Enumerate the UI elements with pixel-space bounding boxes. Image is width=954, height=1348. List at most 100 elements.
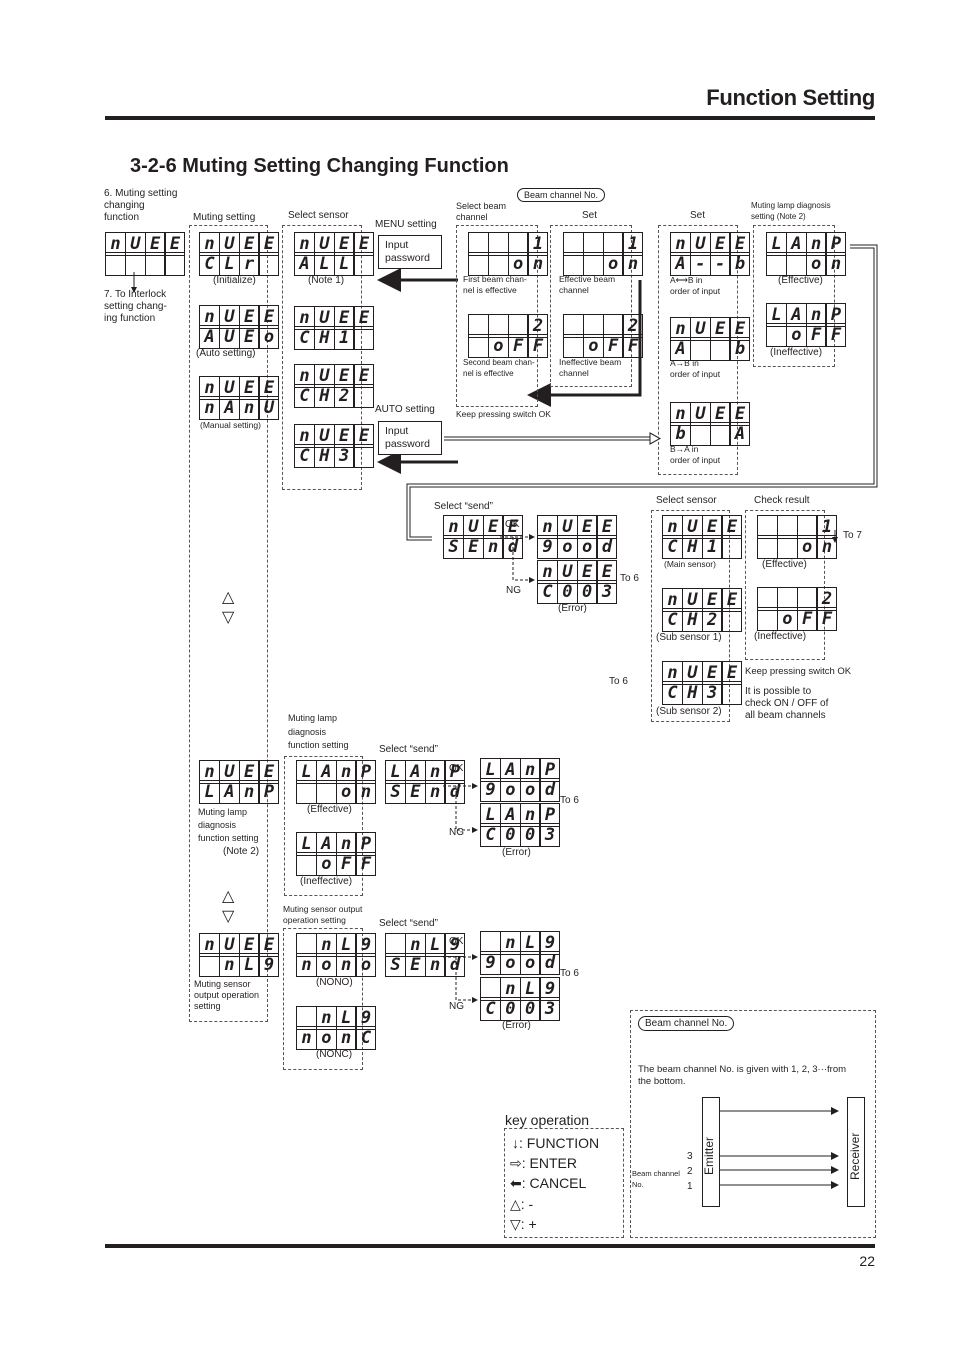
legend-plus: ▽: + [510, 1216, 537, 1232]
label-nonc: (NONC) [316, 1049, 353, 1060]
label-lamp-note: Muting lamp diagnosis function setting [198, 807, 259, 843]
receiver-label: Receiver [848, 1132, 862, 1180]
label-second-beam: Second beam chan- nel is effective [463, 358, 535, 378]
display-ab: A--b [670, 252, 751, 276]
heading-select-beam: Select beam channel [456, 201, 507, 222]
page-number: 22 [859, 1253, 875, 1269]
function-icon: ↓ [512, 1135, 519, 1151]
label-to7: To 7 [843, 530, 862, 541]
heading-menu-setting: MENU setting [375, 219, 437, 230]
column-select-sensor-2 [651, 510, 730, 722]
label-ab-order: A⟷B in order of input [670, 275, 721, 296]
display-2: 2 [468, 314, 549, 338]
beam-channel-callout: Beam channel No. [517, 188, 606, 202]
label-initialize: (Initialize) [213, 275, 256, 286]
display-set-2: 2 [563, 314, 644, 338]
display-chk-2: 2 [757, 587, 838, 611]
beam-2: 2 [687, 1166, 693, 1177]
label-keep-ok-2: Keep pressing switch OK [745, 666, 852, 677]
heading-set-2: Set [690, 210, 706, 221]
label-main-sensor: (Main sensor) [664, 559, 716, 569]
label-possible: It is possible to check ON / OFF of all … [745, 686, 829, 721]
legend-title: key operation [505, 1112, 590, 1128]
label-ineff-beam: Ineffective beam channel [559, 357, 622, 378]
label-ng-3: NG [449, 1001, 464, 1012]
note-6: 6. Muting setting changing function [104, 188, 178, 223]
updown-icon-2: △▽ [222, 888, 235, 925]
input-password-box-2: Input password [378, 421, 442, 455]
heading-select-send-2: Select “send” [379, 744, 438, 755]
label-effective: (Effective) [778, 275, 823, 286]
label-note1: (Note 1) [308, 275, 345, 286]
column-beam [456, 225, 538, 407]
down-triangle-icon: ▽ [510, 1216, 521, 1232]
display-ba: b A [670, 422, 751, 446]
beam-no-label: Beam channel No. [632, 1169, 680, 1189]
label-ineffective: (Ineffective) [770, 347, 823, 358]
heading-set: Set [582, 210, 598, 221]
column-lamp-func [284, 756, 363, 896]
legend-minus: △: - [510, 1196, 534, 1212]
label-b-to-a: B→A in order of input [670, 444, 721, 465]
heading-select-send-3: Select “send” [379, 918, 438, 929]
column-set-ab [658, 225, 738, 475]
label-eff-beam: Effective beam channel [559, 274, 616, 295]
beam-1: 1 [687, 1181, 693, 1192]
page-title: Function Setting [706, 85, 875, 110]
label-keep-ok: Keep pressing switch OK [456, 409, 551, 419]
label-error-3: (Error) [502, 1020, 531, 1031]
label-a-to-b: A→B in order of input [670, 358, 721, 379]
heading-muting-setting: Muting setting [193, 212, 256, 223]
section-title: 3-2-6 Muting Setting Changing Function [130, 155, 509, 177]
enter-icon: ⇨ [510, 1155, 522, 1171]
label-first-beam: First beam chan- nel is effective [463, 274, 527, 295]
label-ng: NG [506, 585, 521, 596]
label-to6-2: To 6 [609, 676, 628, 687]
label-sub1: (Sub sensor 1) [656, 632, 722, 643]
label-ok: OK [505, 519, 520, 530]
label-auto-setting: (Auto setting) [196, 348, 256, 359]
column-set [550, 225, 632, 387]
beam-box-text: The beam channel No. is given with 1, 2,… [638, 1064, 847, 1087]
legend-cancel: ⬅: CANCEL [510, 1175, 587, 1191]
heading-lamp-func: Muting lamp diagnosis function setting [288, 713, 349, 750]
display-a-b: A b [670, 337, 751, 361]
display-set-1: 1 [563, 232, 644, 256]
column-lamp-diag [753, 225, 835, 367]
